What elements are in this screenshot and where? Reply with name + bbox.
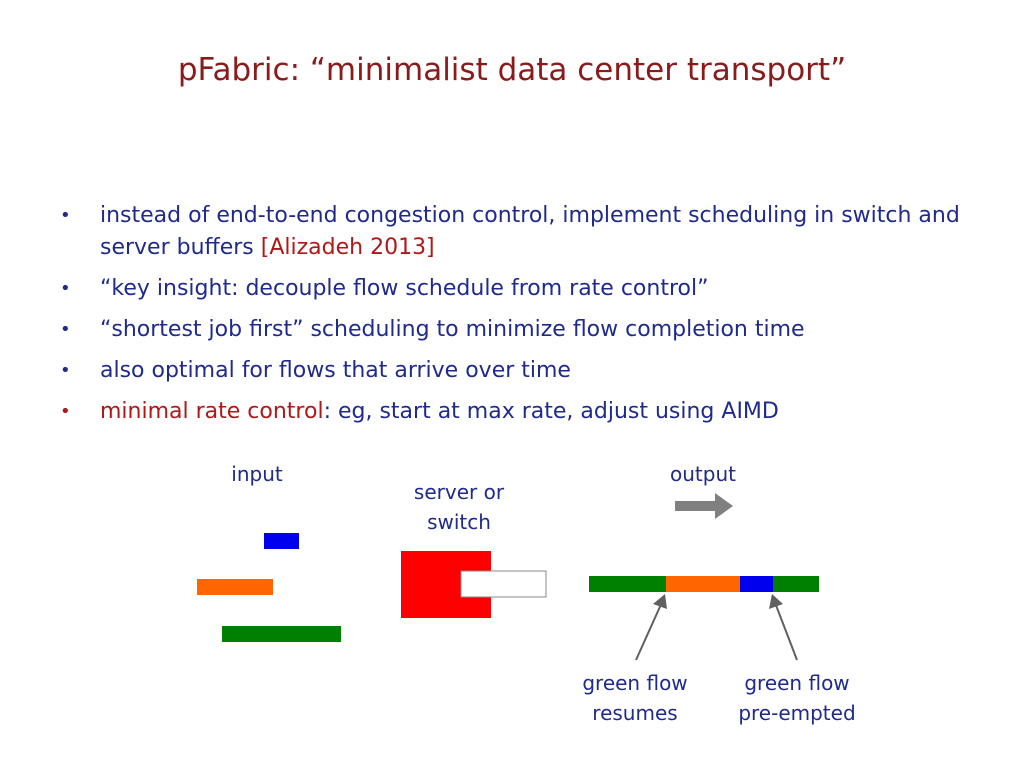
- bullet-text: also optimal for flows that arrive over …: [100, 358, 571, 383]
- output-label: output: [670, 462, 736, 486]
- bullet-text: “shortest job first” scheduling to minim…: [100, 317, 805, 342]
- resumes-label-line2: resumes: [592, 701, 678, 725]
- input-orange-flow: [197, 579, 273, 595]
- bullet-dot: •: [60, 319, 71, 340]
- device-buffer: [460, 570, 547, 598]
- bullet-text: instead of end-to-end congestion control…: [100, 203, 960, 260]
- bullet-text: “key insight: decouple flow schedule fro…: [100, 276, 709, 301]
- bullet-item: • also optimal for flows that arrive ove…: [60, 355, 980, 387]
- preempted-label-line1: green flow: [744, 671, 850, 695]
- bullet-dot: •: [60, 401, 71, 422]
- bullet-highlight: minimal rate control: [100, 399, 324, 424]
- device-label: server or switch: [389, 477, 529, 537]
- resumes-label-line1: green flow: [582, 671, 688, 695]
- bullet-dot: •: [60, 360, 71, 381]
- preempted-label-line2: pre-empted: [738, 701, 856, 725]
- bullet-item: • minimal rate control: eg, start at max…: [60, 396, 980, 428]
- output-orange-segment: [666, 576, 740, 592]
- output-arrow-icon: [675, 493, 733, 519]
- bullet-list: • instead of end-to-end congestion contr…: [60, 200, 980, 437]
- device-label-line1: server or: [413, 480, 505, 504]
- slide-title: pFabric: “minimalist data center transpo…: [177, 52, 847, 88]
- bullet-dot: •: [60, 278, 71, 299]
- citation: [Alizadeh 2013]: [260, 235, 435, 260]
- bullet-text: : eg, start at max rate, adjust using AI…: [323, 399, 779, 424]
- input-label: input: [231, 462, 283, 486]
- input-green-flow: [222, 626, 341, 642]
- bullet-item: • “shortest job first” scheduling to min…: [60, 314, 980, 346]
- output-green-segment-end: [773, 576, 819, 592]
- resumes-label: green flow resumes: [565, 668, 705, 728]
- bullet-dot: •: [60, 205, 71, 226]
- preempted-pointer-arrow-icon: [769, 594, 798, 661]
- output-green-segment-start: [589, 576, 666, 592]
- preempted-label: green flow pre-empted: [722, 668, 872, 728]
- output-blue-segment: [740, 576, 773, 592]
- bullet-item: • “key insight: decouple flow schedule f…: [60, 273, 980, 305]
- resumes-pointer-arrow-icon: [635, 594, 667, 661]
- device-label-line2: switch: [427, 510, 491, 534]
- bullet-item: • instead of end-to-end congestion contr…: [60, 200, 980, 264]
- input-blue-flow: [264, 533, 299, 549]
